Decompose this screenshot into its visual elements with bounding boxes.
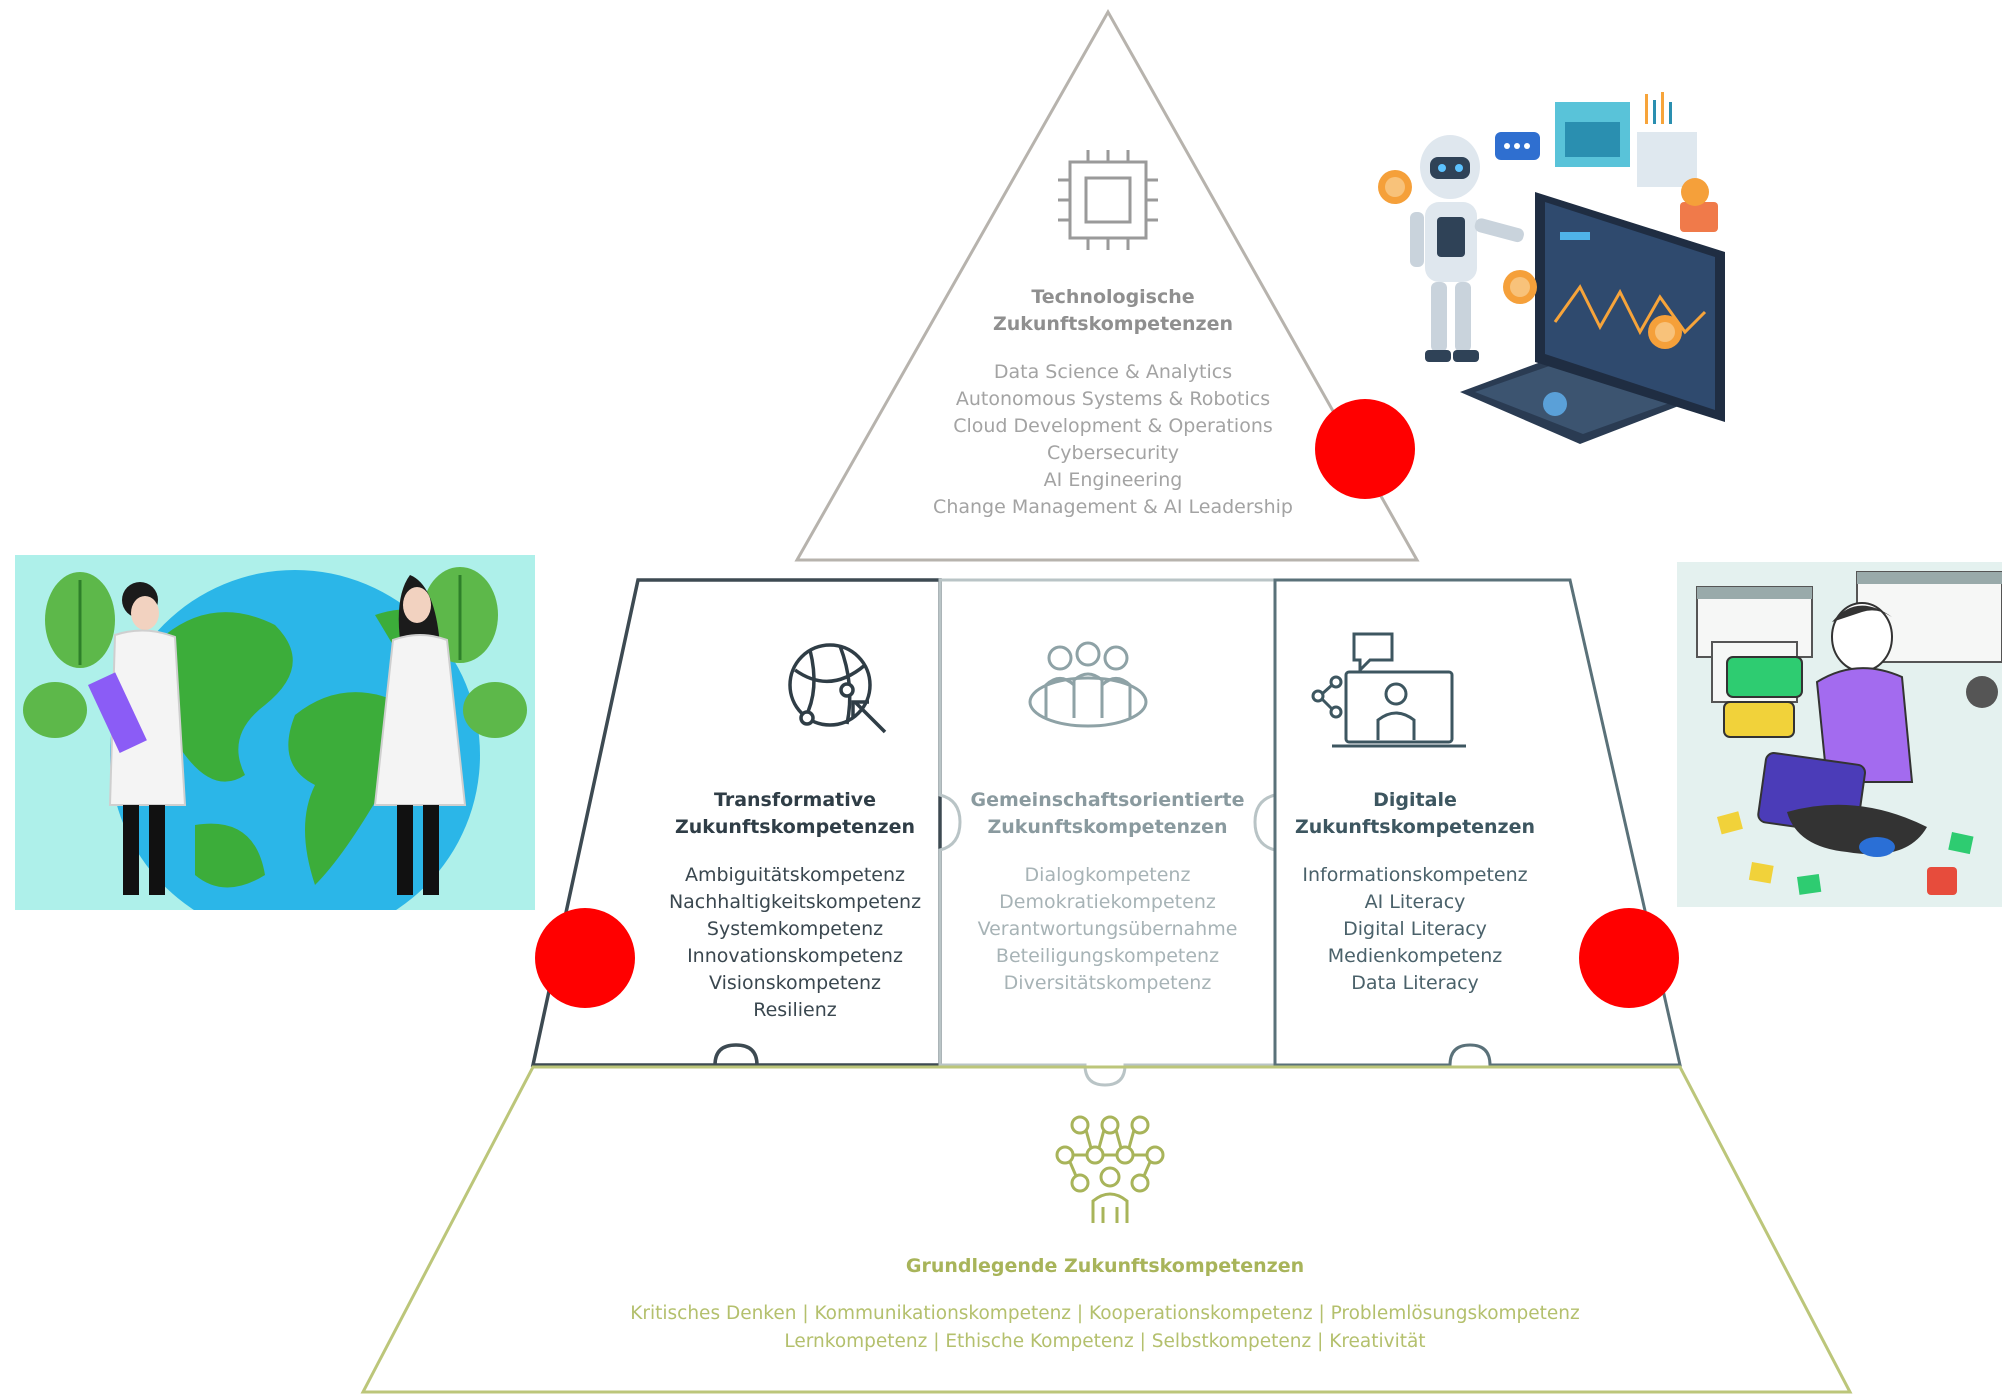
top-item: Cloud Development & Operations xyxy=(953,415,1273,437)
globe-cursor-icon xyxy=(788,643,887,734)
robot-dashboard-illustration xyxy=(1378,92,1725,444)
red-marker-top xyxy=(1315,399,1415,499)
right-item: Medienkompetenz xyxy=(1327,945,1503,967)
base-line2: Lernkompetenz | Ethische Kompetenz | Sel… xyxy=(784,1331,1426,1352)
middle-item: Beteiligungskompetenz xyxy=(995,945,1220,967)
right-item: AI Literacy xyxy=(1364,891,1466,913)
left-section-items: Ambiguitätskompetenz Nachhaltigkeitskomp… xyxy=(650,862,940,1024)
middle-title-line1: Gemeinschaftsorientierte xyxy=(970,789,1245,811)
left-band xyxy=(530,578,942,1067)
right-band xyxy=(1273,578,1682,1067)
base-section-title: Grundlegende Zukunftskompetenzen xyxy=(905,1255,1305,1277)
top-item: Autonomous Systems & Robotics xyxy=(955,388,1271,410)
left-item: Systemkompetenz xyxy=(706,918,884,940)
left-item: Nachhaltigkeitskompetenz xyxy=(668,891,922,913)
top-item: AI Engineering xyxy=(1043,469,1183,491)
right-title-line2: Zukunftskompetenzen xyxy=(1294,816,1536,838)
chip-icon xyxy=(1058,150,1158,250)
middle-title-line2: Zukunftskompetenzen xyxy=(987,816,1228,838)
top-title-line1: Technologische xyxy=(1031,286,1195,308)
right-section-title: Digitale Zukunftskompetenzen xyxy=(1290,787,1540,841)
middle-item: Verantwortungsübernahme xyxy=(977,918,1238,940)
group-people-icon xyxy=(1028,641,1148,728)
left-item: Visionskompetenz xyxy=(709,972,881,994)
left-title-line1: Transformative xyxy=(713,789,877,811)
left-item: Innovationskompetenz xyxy=(687,945,903,967)
left-item: Ambiguitätskompetenz xyxy=(684,864,906,886)
right-item: Digital Literacy xyxy=(1343,918,1487,940)
middle-section-title: Gemeinschaftsorientierte Zukunftskompete… xyxy=(960,787,1255,841)
middle-band xyxy=(938,578,1277,1087)
top-section-title: Technologische Zukunftskompetenzen xyxy=(963,284,1263,338)
right-item: Data Literacy xyxy=(1351,972,1479,994)
network-people-icon xyxy=(1055,1115,1165,1223)
top-item: Change Management & AI Leadership xyxy=(933,496,1293,518)
person-laptop-illustration xyxy=(1677,562,2002,907)
right-item: Informationskompetenz xyxy=(1302,864,1528,886)
left-section-title: Transformative Zukunftskompetenzen xyxy=(665,787,925,841)
left-title-line2: Zukunftskompetenzen xyxy=(674,816,916,838)
base-trapezoid xyxy=(360,1065,1853,1394)
top-triangle xyxy=(794,8,1420,562)
middle-item: Dialogkompetenz xyxy=(1024,864,1191,886)
red-marker-right xyxy=(1579,908,1679,1008)
base-line1: Kritisches Denken | Kommunikationskompet… xyxy=(630,1303,1580,1324)
left-item: Resilienz xyxy=(753,999,837,1021)
middle-item: Demokratiekompetenz xyxy=(999,891,1216,913)
top-section-items: Data Science & Analytics Autonomous Syst… xyxy=(900,359,1326,521)
right-section-items: Informationskompetenz AI Literacy Digita… xyxy=(1290,862,1540,997)
top-item: Data Science & Analytics xyxy=(993,361,1233,383)
right-title-line1: Digitale xyxy=(1373,789,1457,811)
scientists-globe-illustration xyxy=(15,555,535,910)
middle-section-items: Dialogkompetenz Demokratiekompetenz Vera… xyxy=(960,862,1255,997)
red-marker-left xyxy=(535,908,635,1008)
top-title-line2: Zukunftskompetenzen xyxy=(992,313,1234,335)
video-presentation-icon xyxy=(1311,632,1466,748)
top-item: Cybersecurity xyxy=(1047,442,1179,464)
middle-item: Diversitätskompetenz xyxy=(1003,972,1212,994)
